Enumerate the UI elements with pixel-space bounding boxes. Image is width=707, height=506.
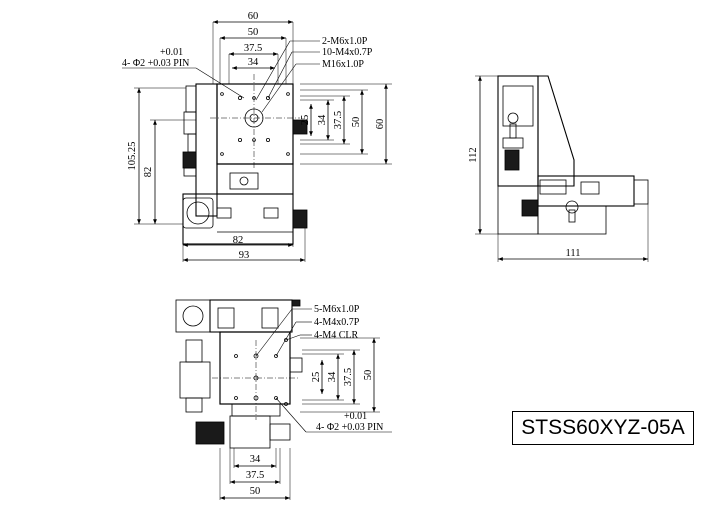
front-dim-right-37-5: 37.5 [333, 111, 344, 129]
side-view [475, 75, 649, 262]
front-dim-right-50: 50 [351, 117, 362, 128]
front-pin-note: 4- Φ2 +0.03 PIN [122, 58, 189, 69]
front-dim-bottom-82: 82 [233, 235, 244, 246]
top-callout-m4: 4-M4x0.7P [314, 317, 360, 328]
top-dim-right-50: 50 [363, 370, 374, 381]
top-dim-right-25: 25 [311, 372, 322, 383]
front-dim-50: 50 [248, 27, 259, 38]
top-dim-bottom-50: 50 [250, 486, 261, 497]
top-dim-right-34: 34 [327, 371, 338, 382]
front-dim-left-82: 82 [143, 167, 154, 178]
front-pin-tolerance: +0.01 [160, 47, 183, 58]
front-dim-left-105-25: 105.25 [127, 142, 138, 171]
top-dim-right-37-5: 37.5 [343, 368, 354, 386]
front-view [122, 20, 392, 262]
top-callout-m6: 5-M6x1.0P [314, 304, 360, 315]
front-callout-m6: 2-M6x1.0P [322, 36, 368, 47]
front-dim-37-5: 37.5 [244, 43, 262, 54]
side-dim-111: 111 [566, 248, 581, 259]
top-pin-tolerance: +0.01 [344, 411, 367, 422]
front-dim-right-25: 25 [300, 115, 311, 126]
side-dim-112: 112 [468, 147, 479, 162]
front-dim-34: 34 [248, 57, 259, 68]
top-dim-bottom-37-5: 37.5 [246, 470, 264, 481]
model-number-label: STSS60XYZ-05A [512, 411, 694, 445]
front-dim-right-34: 34 [317, 114, 328, 125]
front-callout-m4: 10-M4x0.7P [322, 47, 373, 58]
top-callout-clr: 4-M4 CLR [314, 330, 359, 341]
model-number-text: STSS60XYZ-05A [521, 416, 685, 439]
front-dim-right-60: 60 [375, 119, 386, 130]
top-view [175, 299, 392, 500]
front-callout-m16: M16x1.0P [322, 59, 364, 70]
top-dim-bottom-34: 34 [250, 454, 261, 465]
front-dim-60: 60 [248, 11, 259, 22]
front-dim-bottom-93: 93 [239, 250, 250, 261]
top-pin-note: 4- Φ2 +0.03 PIN [316, 422, 383, 433]
